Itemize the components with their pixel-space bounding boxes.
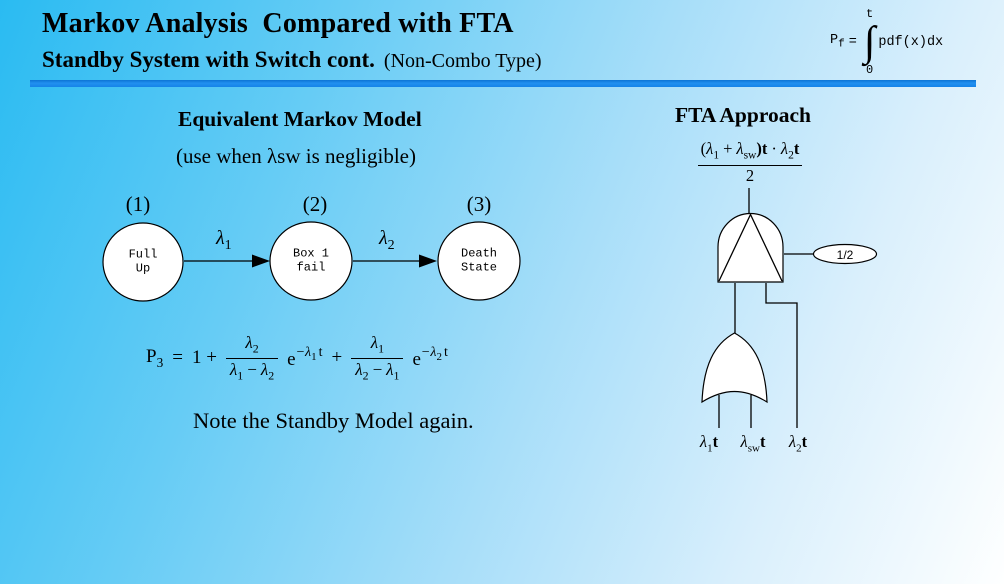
pf-equals: =: [848, 34, 857, 50]
fta-formula-denominator: 2: [745, 165, 755, 185]
pf-integrand: pdf(x)dx: [878, 34, 944, 50]
fta-section-heading: FTA Approach: [675, 103, 812, 127]
p3-lhs: P3: [146, 345, 164, 370]
p3-first-term: 1 +: [191, 347, 217, 368]
transition-label-lambda1: λ1: [216, 227, 232, 253]
p3-fraction-1: λ2 λ1−λ2: [225, 333, 279, 382]
state-index-2: (2): [302, 192, 328, 216]
page-title: Markov Analysis Compared with FTA: [42, 8, 514, 39]
state-index-1: (1): [125, 192, 151, 216]
markov-condition-text: (use when λsw is negligible): [176, 144, 416, 168]
integral-upper-limit: t: [865, 7, 874, 21]
state-index-3: (3): [466, 192, 492, 216]
pf-lhs: Pf: [830, 33, 845, 51]
priority-and-gate-triangle: [718, 212, 783, 282]
fta-input-label-lambdaswt: λswt: [740, 432, 766, 455]
p3-equals: =: [172, 347, 183, 368]
title-divider-rule: [30, 80, 976, 87]
subtitle-bold: Standby System with Switch cont.: [42, 47, 375, 72]
page-subtitle: Standby System with Switch cont. (Non-Com…: [42, 47, 542, 73]
pf-integral-formula: Pf = t ∫ 0 pdf(x)dx: [830, 2, 943, 82]
fta-probability-formula: (λ1+λsw)t·λ2t 2: [682, 139, 818, 186]
integral-lower-limit: 0: [865, 63, 874, 77]
p3-fraction-2: λ1 λ2−λ1: [351, 333, 404, 382]
transition-label-lambda2: λ2: [379, 227, 395, 253]
or-gate-shape: [701, 332, 768, 404]
markov-section-heading: Equivalent Markov Model: [178, 107, 422, 131]
fta-input-label-lambda1t: λ1t: [699, 432, 719, 455]
subtitle-note: (Non-Combo Type): [383, 50, 542, 72]
note-text: Note the Standby Model again.: [193, 408, 474, 433]
half-oval-label: 1/2: [836, 248, 854, 262]
integral-sign: t ∫ 0: [864, 8, 876, 76]
fta-input-label-lambda2t: λ2t: [788, 432, 808, 455]
transition-arrow-1-head: [252, 254, 270, 268]
integral-glyph: ∫: [863, 19, 876, 65]
transition-arrow-2-head: [419, 254, 437, 268]
p3-plus: +: [331, 347, 343, 368]
priority-and-gate-shape: [717, 212, 784, 283]
fta-lambda2-input-wire: [765, 283, 798, 428]
